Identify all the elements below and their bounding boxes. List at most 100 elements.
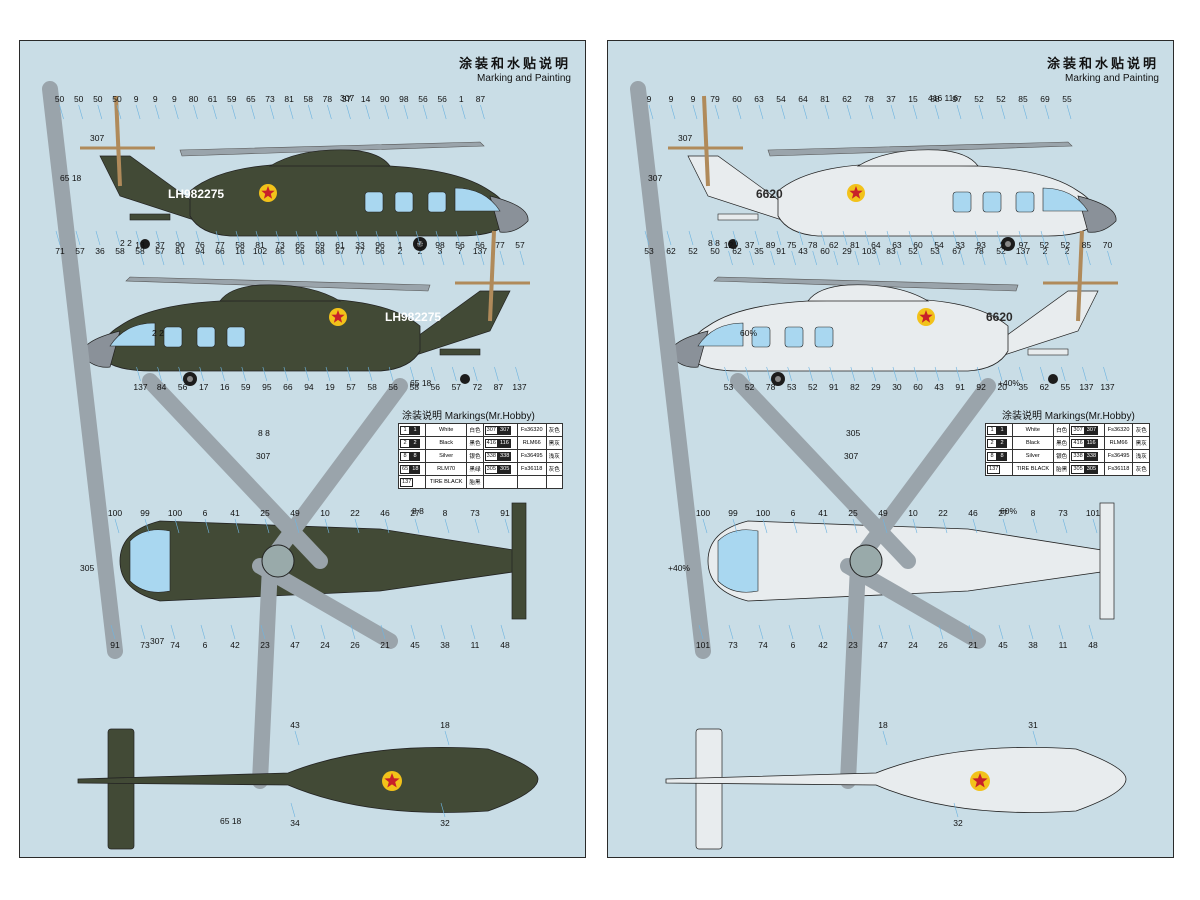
- callout-leader: [1062, 518, 1068, 534]
- callout-number: 49: [878, 508, 888, 518]
- tail-serial-number: LH982275: [385, 310, 441, 324]
- legend-cell: 灰色: [545, 423, 564, 437]
- side-profile-view: [668, 95, 1117, 251]
- callout-leader: [154, 104, 160, 120]
- callout-number: 84: [157, 382, 167, 392]
- top-rotor-blade: [850, 378, 996, 569]
- callout-number: 6: [791, 508, 796, 518]
- paint-code-chip: 137: [397, 475, 427, 489]
- paint-chip-note: 8 8: [258, 428, 270, 438]
- callout-leader: [956, 104, 962, 120]
- callout-number: 2: [1043, 246, 1048, 256]
- callout-leader: [95, 230, 101, 246]
- callout-leader: [199, 250, 205, 266]
- cabin-window: [394, 191, 414, 213]
- callout-leader: [59, 104, 64, 120]
- callout-number: 27: [410, 508, 420, 518]
- callout-number: 91: [955, 382, 965, 392]
- panel-heading: 涂装和水贴说明 Marking and Painting: [459, 53, 571, 84]
- callout-number: 21: [968, 640, 978, 650]
- callout-leader: [307, 104, 313, 120]
- callout-number: 47: [878, 640, 888, 650]
- callout-leader: [155, 230, 161, 246]
- callout-number: 56: [431, 382, 441, 392]
- callout-leader: [239, 250, 245, 266]
- callout-number: 30: [892, 382, 902, 392]
- paint-code-dark: 116: [1084, 438, 1098, 448]
- callout-number: 76: [195, 240, 205, 250]
- callout-leader: [749, 250, 754, 266]
- panel-heading: 涂装和水贴说明 Marking and Painting: [1047, 53, 1159, 84]
- paint-chip-note: 307: [340, 93, 354, 103]
- callout-number: 97: [1019, 240, 1029, 250]
- callout-leader: [824, 104, 830, 120]
- legend-cell: Fs36320: [516, 423, 547, 437]
- callout-number: 37: [155, 240, 165, 250]
- callout-number: 27: [998, 508, 1008, 518]
- callout-leader: [380, 624, 386, 640]
- callout-leader: [780, 104, 786, 120]
- callout-leader: [440, 802, 446, 818]
- callout-number: 45: [410, 640, 420, 650]
- callout-leader: [414, 518, 420, 534]
- callout-number: 43: [934, 382, 944, 392]
- callout-number: 97: [952, 94, 962, 104]
- callout-number: 56: [178, 382, 188, 392]
- callout-number: 37: [745, 240, 755, 250]
- main-rotor-blade: [179, 141, 485, 157]
- paint-chip-note: 305: [80, 563, 94, 573]
- callout-number: 79: [710, 94, 720, 104]
- callout-number: 58: [235, 240, 245, 250]
- callout-leader: [728, 624, 734, 640]
- legend-cell: Fs36495: [516, 449, 547, 463]
- paint-chip-note: +40%: [998, 378, 1020, 388]
- callout-leader: [475, 230, 481, 246]
- heading-en: Marking and Painting: [1065, 73, 1159, 84]
- callout-number: 23: [848, 640, 858, 650]
- callout-number: 59: [227, 94, 237, 104]
- cabin-window: [427, 191, 447, 213]
- legend-cell: [482, 475, 518, 489]
- callout-leader: [259, 250, 265, 266]
- callout-number: 38: [1028, 640, 1038, 650]
- callout-number: 57: [515, 240, 525, 250]
- callout-number: 83: [886, 246, 896, 256]
- legend-cell: 银色: [1052, 449, 1071, 463]
- callout-number: 42: [230, 640, 240, 650]
- callout-leader: [1022, 104, 1028, 120]
- callout-leader: [195, 230, 201, 246]
- callout-number: 43: [290, 720, 300, 730]
- callout-number: 57: [452, 382, 462, 392]
- cabin-window: [814, 326, 834, 348]
- callout-leader: [403, 104, 409, 120]
- callout-leader: [1086, 250, 1091, 266]
- callout-leader: [1040, 366, 1045, 382]
- callout-leader: [290, 624, 296, 640]
- callout-number: 9: [172, 94, 177, 104]
- tail-serial-number: 6620: [756, 187, 783, 201]
- paint-code-dark: 338: [1084, 451, 1099, 461]
- paint-chip-note: 65 18: [220, 816, 242, 826]
- bottom-stabilizer: [107, 728, 135, 850]
- paint-code-dark: 307: [1084, 425, 1099, 435]
- cabin-window: [751, 326, 771, 348]
- callout-number: 75: [787, 240, 797, 250]
- legend-cell: RLM66: [1103, 436, 1134, 450]
- callout-number: 65: [295, 240, 305, 250]
- callout-leader: [320, 624, 326, 640]
- callout-leader: [325, 366, 331, 382]
- callout-number: 91: [500, 508, 510, 518]
- callout-number: 54: [776, 94, 786, 104]
- top-cockpit-glass: [129, 529, 171, 593]
- callout-leader: [339, 250, 345, 266]
- callout-number: 62: [842, 94, 852, 104]
- cockpit-window: [454, 187, 501, 212]
- callout-leader: [818, 624, 824, 640]
- callout-number: 87: [494, 382, 504, 392]
- callout-leader: [833, 250, 839, 266]
- callout-leader: [346, 104, 351, 120]
- callout-leader: [952, 230, 958, 246]
